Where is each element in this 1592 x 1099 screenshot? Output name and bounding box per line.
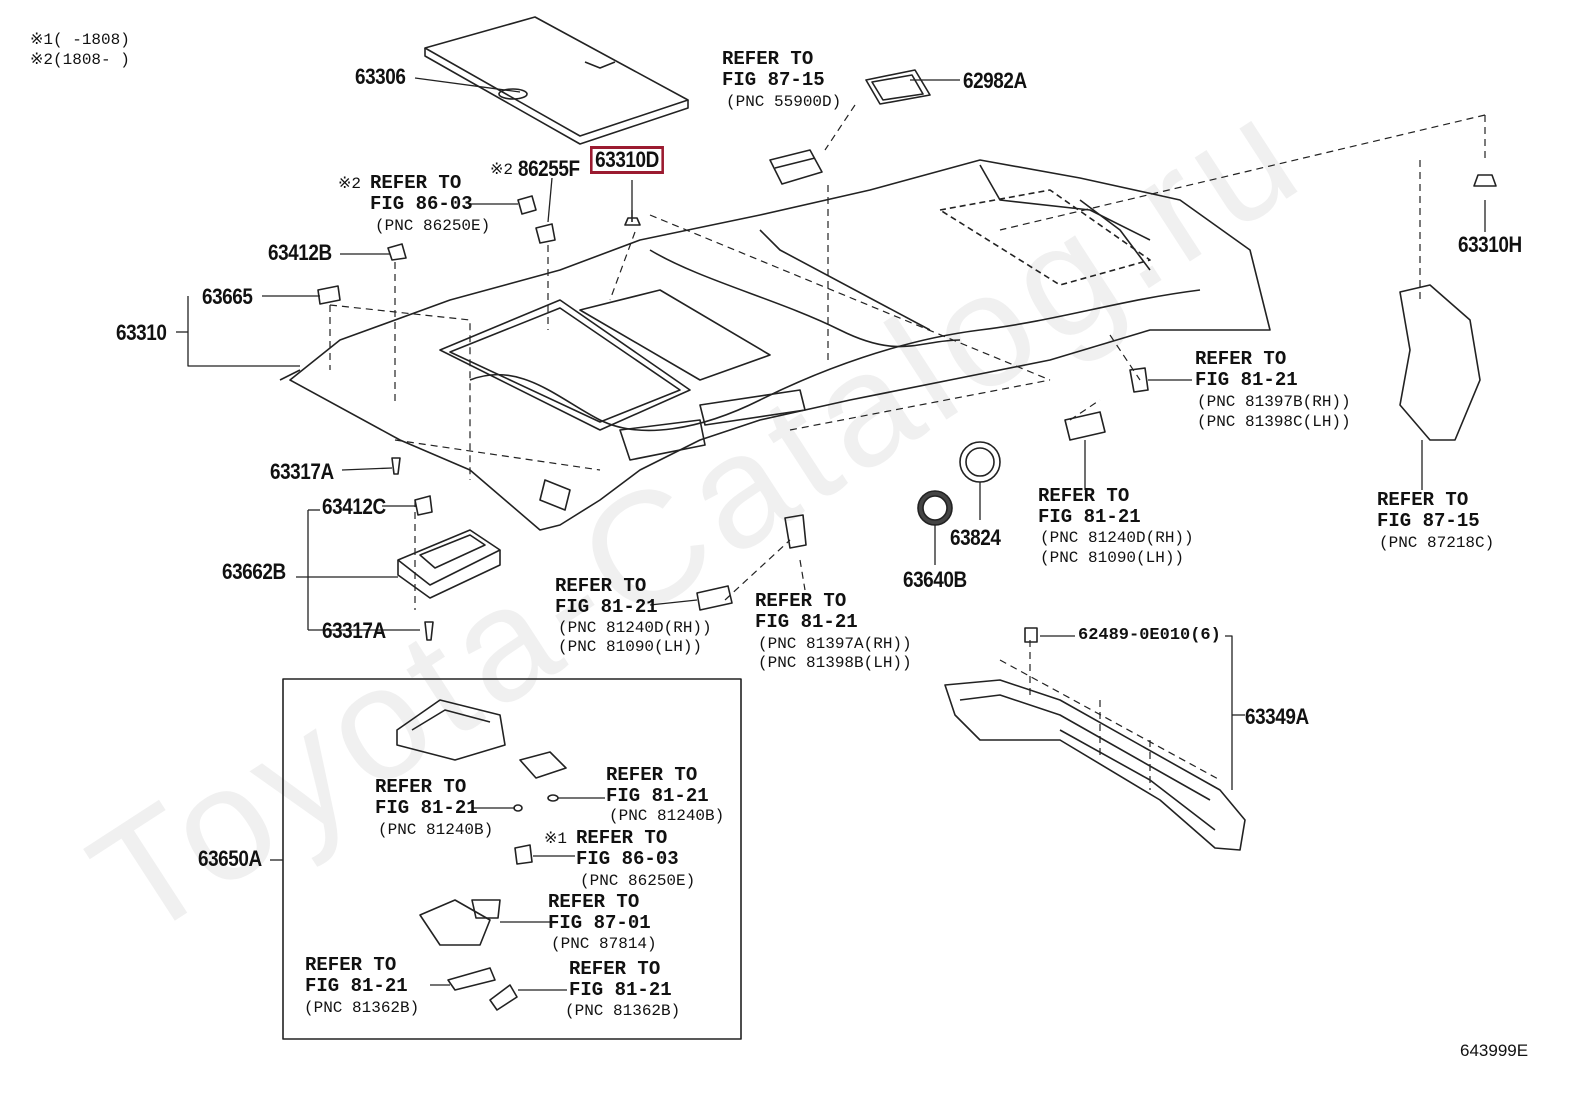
part-63310D[interactable]: 63310D [590,146,665,174]
ref9-fig[interactable]: FIG 81-21 [606,785,709,807]
part-86255F-mark: ※2 [490,161,514,179]
ref4-fig[interactable]: FIG 81-21 [1038,506,1141,528]
ref8-pnc: (PNC 81240B) [378,821,494,839]
part-55900D [769,149,823,185]
leader-lines [176,77,1486,991]
part-63310[interactable]: 63310 [116,320,167,345]
ref5-pnc: (PNC 87218C) [1379,534,1495,552]
lamp-63662B [397,529,501,599]
ref1-title: REFER TO [370,172,462,194]
ref1-fig[interactable]: FIG 86-03 [370,193,473,215]
ref12-title: REFER TO [305,954,397,976]
part-63412B[interactable]: 63412B [268,240,332,265]
ref12-pnc: (PNC 81362B) [304,999,420,1017]
sunshade-panel [424,16,689,145]
ref3-title: REFER TO [1195,348,1287,370]
part-63306[interactable]: 63306 [355,64,406,89]
part-63650A[interactable]: 63650A [198,846,262,871]
headliner-63310 [279,159,1271,531]
ref3-pnc2: (PNC 81398C(LH)) [1197,413,1351,431]
ref7-title: REFER TO [755,590,847,612]
ref5-fig[interactable]: FIG 87-15 [1377,510,1480,532]
ref11-fig[interactable]: FIG 87-01 [548,912,651,934]
ref7-fig[interactable]: FIG 81-21 [755,611,858,633]
rail-63349A [944,679,1246,851]
part-86255F[interactable]: 86255F [518,156,580,181]
ref6-pnc1: (PNC 81240D(RH)) [558,619,712,637]
ref12-fig[interactable]: FIG 81-21 [305,975,408,997]
part-63317A-lower[interactable]: 63317A [322,618,386,643]
clips [317,174,1497,643]
ref2-title: REFER TO [722,48,814,70]
ref8-title: REFER TO [375,776,467,798]
ref9-pnc: (PNC 81240B) [609,807,725,825]
ref10-fig[interactable]: FIG 86-03 [576,848,679,870]
ref5-title: REFER TO [1377,489,1469,511]
ref7-pnc2: (PNC 81398B(LH)) [758,654,912,672]
ref13-pnc: (PNC 81362B) [565,1002,681,1020]
ref4-title: REFER TO [1038,485,1130,507]
guide-lines [329,104,1486,790]
ref2-pnc: (PNC 55900D) [726,93,842,111]
inset-box-63650A [282,678,742,1040]
ref6-pnc2: (PNC 81090(LH)) [558,638,703,656]
ref1-mark: ※2 [338,175,362,193]
part-63412C[interactable]: 63412C [322,494,386,519]
lamp-62982A [865,69,931,105]
part-62982A[interactable]: 62982A [963,68,1027,93]
ref11-title: REFER TO [548,891,640,913]
note-2: ※2(1808- ) [30,51,130,69]
inset-parts [396,699,567,1011]
pad-63310H [1399,284,1481,441]
part-63349A[interactable]: 63349A [1245,704,1309,729]
part-63317A-upper[interactable]: 63317A [270,459,334,484]
ref9-title: REFER TO [606,764,698,786]
ref2-fig[interactable]: FIG 87-15 [722,69,825,91]
figure-code: 643999E [1460,1041,1529,1060]
note-1: ※1( -1808) [30,31,130,49]
ref1-pnc: (PNC 86250E) [375,217,491,235]
part-63665[interactable]: 63665 [202,284,253,309]
part-62489[interactable]: 62489-0E010(6) [1078,626,1221,645]
part-63310H[interactable]: 63310H [1458,232,1522,257]
ref3-fig[interactable]: FIG 81-21 [1195,369,1298,391]
ref3-pnc1: (PNC 81397B(RH)) [1197,393,1351,411]
ref6-title: REFER TO [555,575,647,597]
ref13-fig[interactable]: FIG 81-21 [569,979,672,1001]
part-63640B[interactable]: 63640B [903,567,967,592]
ref11-pnc: (PNC 87814) [551,935,657,953]
ref10-title: REFER TO [576,827,668,849]
ref4-pnc2: (PNC 81090(LH)) [1040,549,1185,567]
ref13-title: REFER TO [569,958,661,980]
ref7-pnc1: (PNC 81397A(RH)) [758,635,912,653]
ref10-pnc: (PNC 86250E) [580,872,696,890]
ref6-fig[interactable]: FIG 81-21 [555,596,658,618]
part-63824[interactable]: 63824 [950,525,1001,550]
ref10-mark: ※1 [544,830,568,848]
part-63662B[interactable]: 63662B [222,559,286,584]
ref8-fig[interactable]: FIG 81-21 [375,797,478,819]
ref4-pnc1: (PNC 81240D(RH)) [1040,529,1194,547]
